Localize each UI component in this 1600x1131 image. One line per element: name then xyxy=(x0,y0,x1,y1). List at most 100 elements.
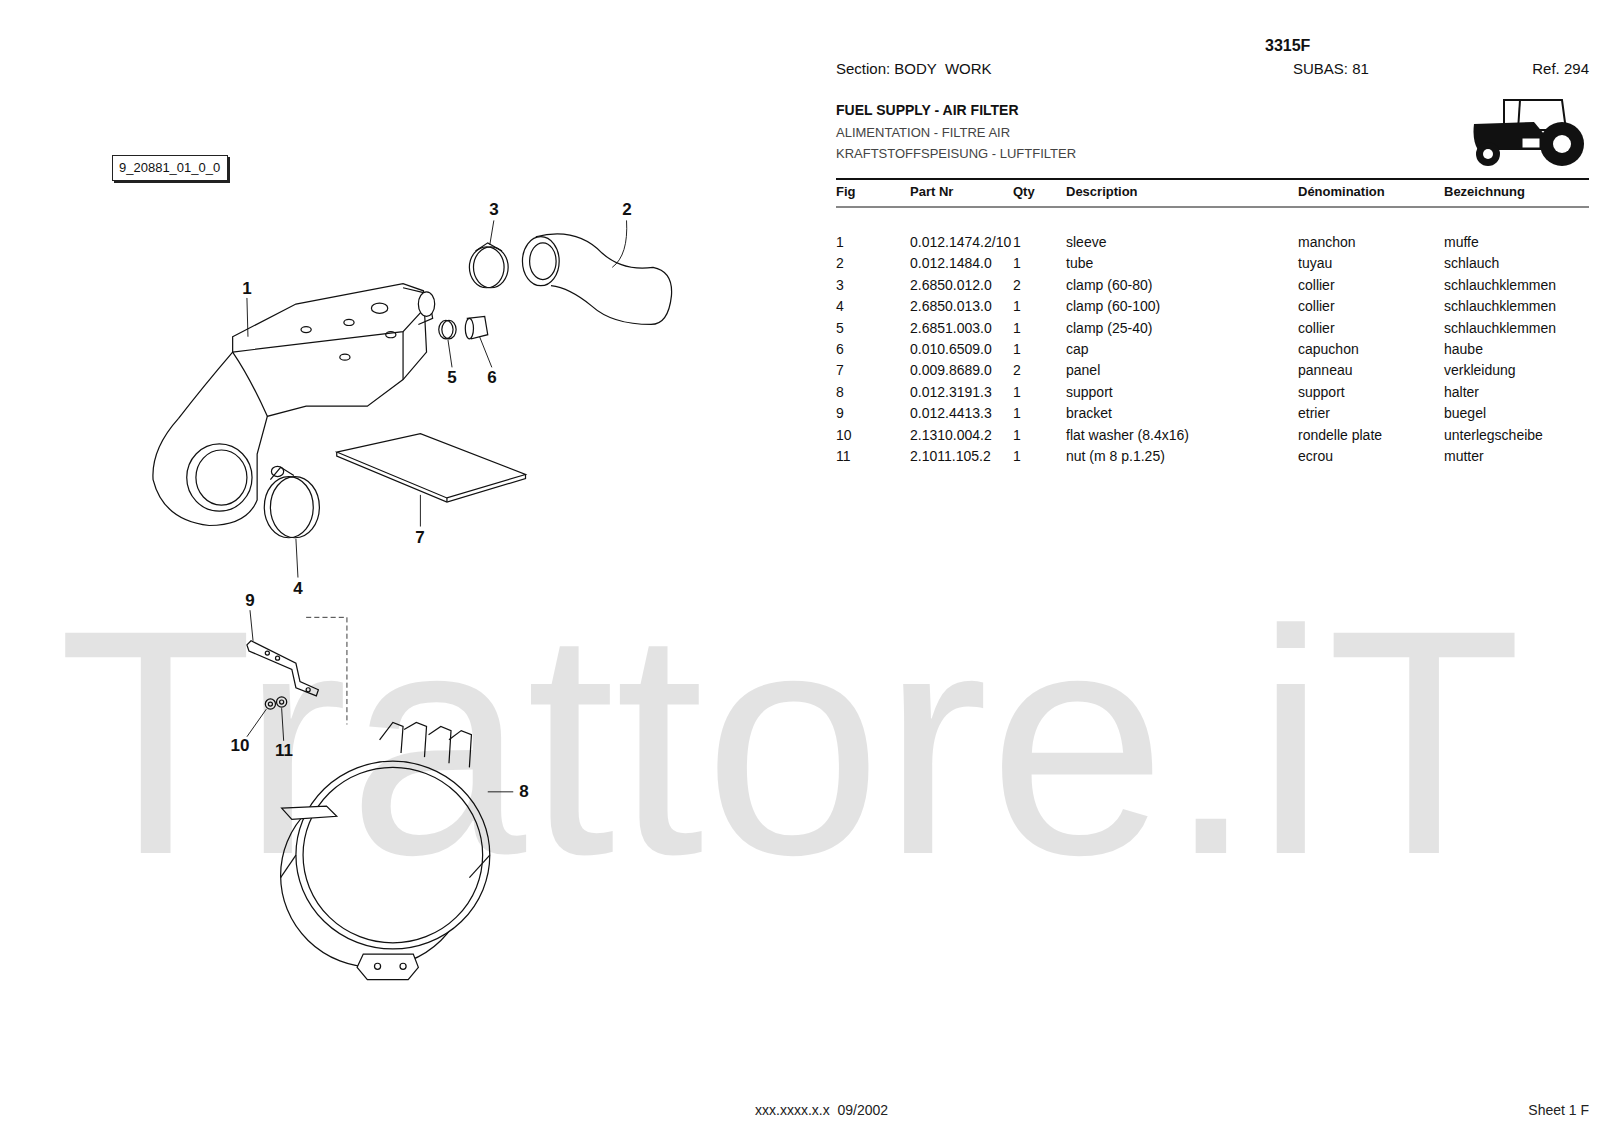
sleeve-part xyxy=(386,332,396,338)
support-part xyxy=(374,963,380,969)
subtitle: ALIMENTATION - FILTRE AIR xyxy=(836,125,1010,141)
table-header: Bezeichnung xyxy=(1444,184,1525,200)
table-header: Dénomination xyxy=(1298,184,1385,200)
sleeve-part xyxy=(418,292,434,316)
table-cell: etrier xyxy=(1298,405,1330,422)
leader-lines xyxy=(490,220,494,244)
table-cell: 2 xyxy=(1013,276,1021,293)
table-cell: bracket xyxy=(1066,405,1112,422)
table-cell: rondelle plate xyxy=(1298,426,1382,443)
panel-part xyxy=(337,434,526,498)
clamp-part xyxy=(270,467,293,479)
watermark: Trattore.iT xyxy=(58,550,1522,934)
table-cell: 0.009.8689.0 xyxy=(910,362,992,379)
table-header: Qty xyxy=(1013,184,1035,200)
leader-lines xyxy=(247,298,248,337)
table-cell: 1 xyxy=(1013,234,1021,251)
table-cell: schlauchklemmen xyxy=(1444,276,1556,293)
table-cell: support xyxy=(1298,383,1345,400)
table-cell: collier xyxy=(1298,298,1335,315)
table-cell: collier xyxy=(1298,276,1335,293)
table-cell: verkleidung xyxy=(1444,362,1516,379)
panel-part xyxy=(337,452,526,502)
node-text: 9_20881_01_0_0 xyxy=(119,160,221,176)
table-cell: panneau xyxy=(1298,362,1353,379)
clamp-part xyxy=(476,243,503,251)
clamp-part xyxy=(264,477,313,538)
support-part xyxy=(400,963,406,969)
table-cell: 1 xyxy=(1013,255,1021,272)
table-cell: 0.012.4413.3 xyxy=(910,405,992,422)
leader-lines xyxy=(420,495,421,527)
tractor-icon xyxy=(1483,149,1493,159)
table-cell: 1 xyxy=(1013,383,1021,400)
table-header: Fig xyxy=(836,184,856,200)
table-rules xyxy=(836,179,1589,207)
tube-part xyxy=(530,243,557,280)
table-cell: mutter xyxy=(1444,448,1484,465)
leader-lines xyxy=(612,220,627,267)
tractor-icon xyxy=(1540,122,1584,166)
table-cell: 1 xyxy=(1013,341,1021,358)
table-cell: clamp (60-80) xyxy=(1066,276,1152,293)
sleeve-part xyxy=(402,332,403,380)
table-cell: schlauchklemmen xyxy=(1444,298,1556,315)
clamp-part xyxy=(469,247,504,288)
table-cell: 9 xyxy=(836,405,844,422)
leader-lines xyxy=(448,340,452,368)
support-part xyxy=(357,954,418,980)
callout-number: 2 xyxy=(622,200,631,220)
footer-code: xxx.xxxx.x.x 09/2002 xyxy=(755,1102,888,1119)
tractor-icon xyxy=(1553,135,1571,153)
section-label: Section: BODY WORK xyxy=(836,60,992,78)
table-cell: 2.6850.013.0 xyxy=(910,298,992,315)
table-cell: 2.6851.003.0 xyxy=(910,319,992,336)
table-cell: 1 xyxy=(1013,448,1021,465)
table-cell: 5 xyxy=(836,319,844,336)
clamp-part xyxy=(270,477,319,538)
table-cell: schlauch xyxy=(1444,255,1499,272)
sleeve-part xyxy=(340,354,350,360)
callout-number: 7 xyxy=(415,528,424,548)
table-rules xyxy=(836,178,1589,180)
sleeve-part xyxy=(301,327,311,333)
table-cell: 1 xyxy=(1013,319,1021,336)
table-cell: 1 xyxy=(1013,298,1021,315)
callout-number: 3 xyxy=(489,200,498,220)
table-cell: clamp (25-40) xyxy=(1066,319,1152,336)
table-cell: buegel xyxy=(1444,405,1486,422)
table-cell: collier xyxy=(1298,319,1335,336)
table-rules xyxy=(836,207,1589,208)
small-parts xyxy=(439,320,453,338)
clamp-part xyxy=(473,247,508,288)
subtitle: KRAFTSTOFFSPEISUNG - LUFTFILTER xyxy=(836,146,1076,162)
table-cell: halter xyxy=(1444,383,1479,400)
table-cell: 0.012.1484.0 xyxy=(910,255,992,272)
table-cell: 0.012.1474.2/10 xyxy=(910,234,1011,251)
table-cell: support xyxy=(1066,383,1113,400)
table-cell: nut (m 8 p.1.25) xyxy=(1066,448,1165,465)
callout-number: 1 xyxy=(242,279,251,299)
sheet-number: Sheet 1 F xyxy=(1528,1102,1589,1119)
callout-number: 5 xyxy=(447,368,456,388)
table-cell: 2 xyxy=(836,255,844,272)
table-cell: schlauchklemmen xyxy=(1444,319,1556,336)
table-cell: cap xyxy=(1066,341,1089,358)
table-cell: 7 xyxy=(836,362,844,379)
table-cell: 2 xyxy=(1013,362,1021,379)
table-header: Description xyxy=(1066,184,1138,200)
table-cell: unterlegscheibe xyxy=(1444,426,1543,443)
small-parts xyxy=(465,318,473,338)
table-cell: 1 xyxy=(1013,405,1021,422)
table-header: Part Nr xyxy=(910,184,953,200)
table-cell: 0.012.3191.3 xyxy=(910,383,992,400)
table-cell: 1 xyxy=(1013,426,1021,443)
subas-label: SUBAS: 81 xyxy=(1293,60,1369,78)
sleeve-part xyxy=(233,352,268,416)
sleeve-part xyxy=(196,450,247,505)
drawing-number-box: 9_20881_01_0_0 xyxy=(112,155,228,181)
table-cell: 4 xyxy=(836,298,844,315)
table-cell: haube xyxy=(1444,341,1483,358)
table-cell: 8 xyxy=(836,383,844,400)
